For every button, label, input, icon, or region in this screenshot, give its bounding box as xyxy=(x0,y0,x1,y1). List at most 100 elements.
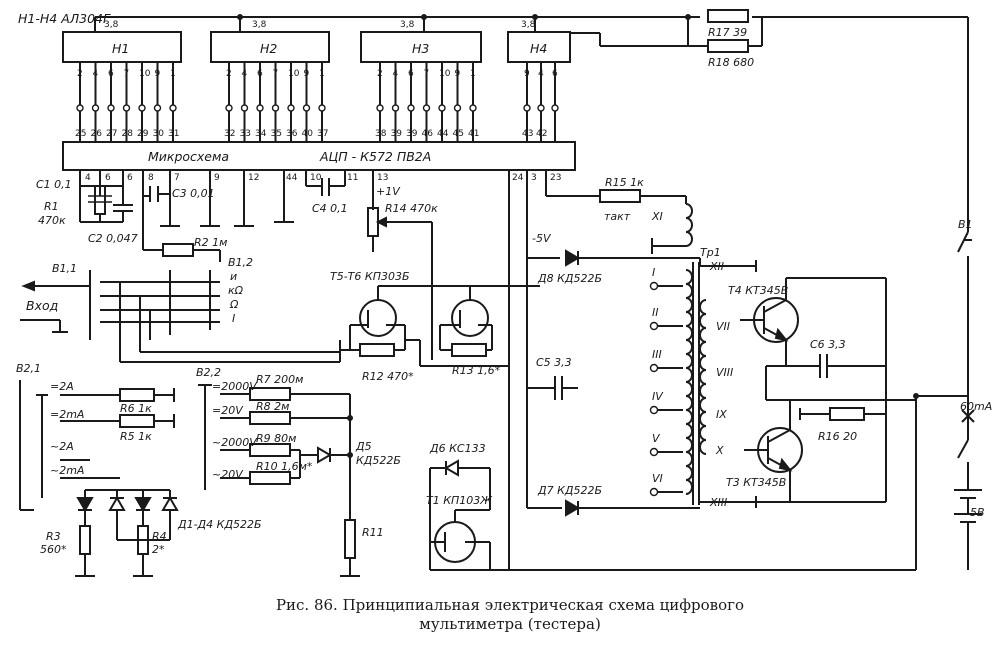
ic-top-pin-label: 26 xyxy=(91,129,103,139)
indicator-pin-label: 6 xyxy=(408,69,414,79)
ic-top-pin-label: 36 xyxy=(286,129,298,139)
ic-top-pin-label: 41 xyxy=(468,129,479,139)
r7-label: R7 200м xyxy=(256,373,303,386)
indicator-pin-label: 2 xyxy=(226,69,232,79)
acv20-label: ~20V xyxy=(212,468,244,481)
winding-label: X xyxy=(715,444,724,457)
indicator-h4-label: Н4 xyxy=(530,41,547,56)
c5-capacitor xyxy=(527,376,578,400)
winding-label: V xyxy=(652,432,661,445)
c4-label: С4 0,1 xyxy=(312,202,348,215)
minus5v-label: -5V xyxy=(532,232,552,245)
winding-label: II xyxy=(652,306,659,319)
c4-capacitor xyxy=(306,178,345,196)
ic-pin-11: 11 xyxy=(347,173,358,183)
ic-top-pin-label: 30 xyxy=(153,129,165,139)
ic-pin-13: 13 xyxy=(377,173,388,183)
pin-junction xyxy=(407,104,415,112)
c3-label: С3 0,01 xyxy=(172,187,215,200)
pin-junction xyxy=(138,104,146,112)
c1-r1-c2-network xyxy=(79,185,133,223)
aca2-label: ~2А xyxy=(50,440,74,453)
supply-label-h3: 3,8 xyxy=(400,20,415,30)
b12-sub-0: и xyxy=(230,270,237,283)
indicator-pin-label: 1 xyxy=(170,69,176,79)
indicator-pin-label: 2 xyxy=(377,69,383,79)
caption-line-2: мультиметра (тестера) xyxy=(419,615,601,633)
indicator-pin-label: 10 xyxy=(139,69,151,79)
r16-label: R16 20 xyxy=(818,430,857,443)
r9-label: R9 80м xyxy=(256,432,296,445)
d5-value: КД522Б xyxy=(356,454,401,467)
indicator-h4 xyxy=(507,31,571,63)
ma2-label: =2mA xyxy=(50,408,84,421)
r1-label: R1 xyxy=(44,200,59,213)
winding-label: I xyxy=(652,266,655,279)
indicator-pin-label: 10 xyxy=(288,69,300,79)
pin-junction xyxy=(453,104,462,112)
ic-top-pin-label: 29 xyxy=(137,129,149,139)
pin-junction xyxy=(302,104,311,112)
v2000-label: =2000V xyxy=(212,380,258,393)
r17-r18-network xyxy=(570,9,763,53)
ic-top-pin-label: 38 xyxy=(375,129,387,139)
indicator-pin-label: 6 xyxy=(108,69,114,79)
ic-pin-24: 24 xyxy=(512,173,524,183)
r3-value: 560* xyxy=(40,543,67,556)
indicator-pin-label: 7 xyxy=(424,69,430,79)
r18-label: R18 680 xyxy=(708,56,754,69)
indicator-pin-label: 9 xyxy=(304,69,310,79)
winding-label: IV xyxy=(652,390,664,403)
r13-label: R13 1,6* xyxy=(452,364,501,377)
indicator-pin-label: 4 xyxy=(93,69,99,79)
ic-top-pin-label: 32 xyxy=(224,129,235,139)
pin-junction xyxy=(271,104,280,112)
t3-transistor xyxy=(744,366,916,503)
r14-potentiometer xyxy=(367,200,433,360)
ic-pin-8: 8 xyxy=(148,173,154,183)
winding-tap xyxy=(649,363,659,373)
r17-label: R17 39 xyxy=(708,26,747,39)
r3-label: R3 xyxy=(46,530,61,543)
winding-tap xyxy=(649,405,659,415)
r8-label: R8 2м xyxy=(256,400,289,413)
plus1v-label: +1V xyxy=(376,185,401,198)
b1-label: В1 xyxy=(958,218,973,231)
pin-junction xyxy=(122,104,131,112)
r15-label: R15 1к xyxy=(605,176,644,189)
indicator-h1 xyxy=(62,31,182,63)
vhod-label: Вход xyxy=(26,298,58,313)
ic-top-pin-label: 37 xyxy=(317,129,328,139)
r12-label: R12 470* xyxy=(362,370,414,383)
indicator-pin-label: 9 xyxy=(455,69,461,79)
r14-label: R14 470к xyxy=(385,202,438,215)
b12-sub-1: кΩ xyxy=(228,284,244,297)
supply-rail xyxy=(94,14,969,232)
indicator-pin-label: 7 xyxy=(273,69,279,79)
t3-label: Т3 КТ345В xyxy=(726,476,786,489)
ic-top-pin-label: 46 xyxy=(422,129,434,139)
tp1-label: Тр1 xyxy=(700,246,721,259)
diode-bridge-d1-d4 xyxy=(75,489,179,577)
ic-top-pin-label: 31 xyxy=(168,129,179,139)
ic-top-pin-label: 39 xyxy=(406,129,418,139)
b11-label: В1,1 xyxy=(52,262,77,275)
ic-top-pin-label: 45 xyxy=(453,129,464,139)
ic-pin-44: 44 xyxy=(286,173,298,183)
b12-label: В1,2 xyxy=(228,256,253,269)
ic-pin-9: 9 xyxy=(214,173,220,183)
indicators-header: Н1-Н4 АЛ304Г xyxy=(18,11,111,26)
indicator-pin-label: 6 xyxy=(552,69,558,79)
winding-xii: XII xyxy=(709,260,724,273)
ic-top-pin-label: 27 xyxy=(106,129,117,139)
ic-top-pin-label: 33 xyxy=(240,129,251,139)
pin-junction xyxy=(391,104,400,112)
t1-label: Т1 КП103Ж xyxy=(426,494,493,507)
indicator-h2 xyxy=(210,31,330,63)
winding-tap xyxy=(649,487,659,497)
pin-junction xyxy=(153,104,162,112)
ic-label-right: АЦП - К572 ПВ2А xyxy=(319,149,431,164)
ic-pin-4: 4 xyxy=(85,173,91,183)
